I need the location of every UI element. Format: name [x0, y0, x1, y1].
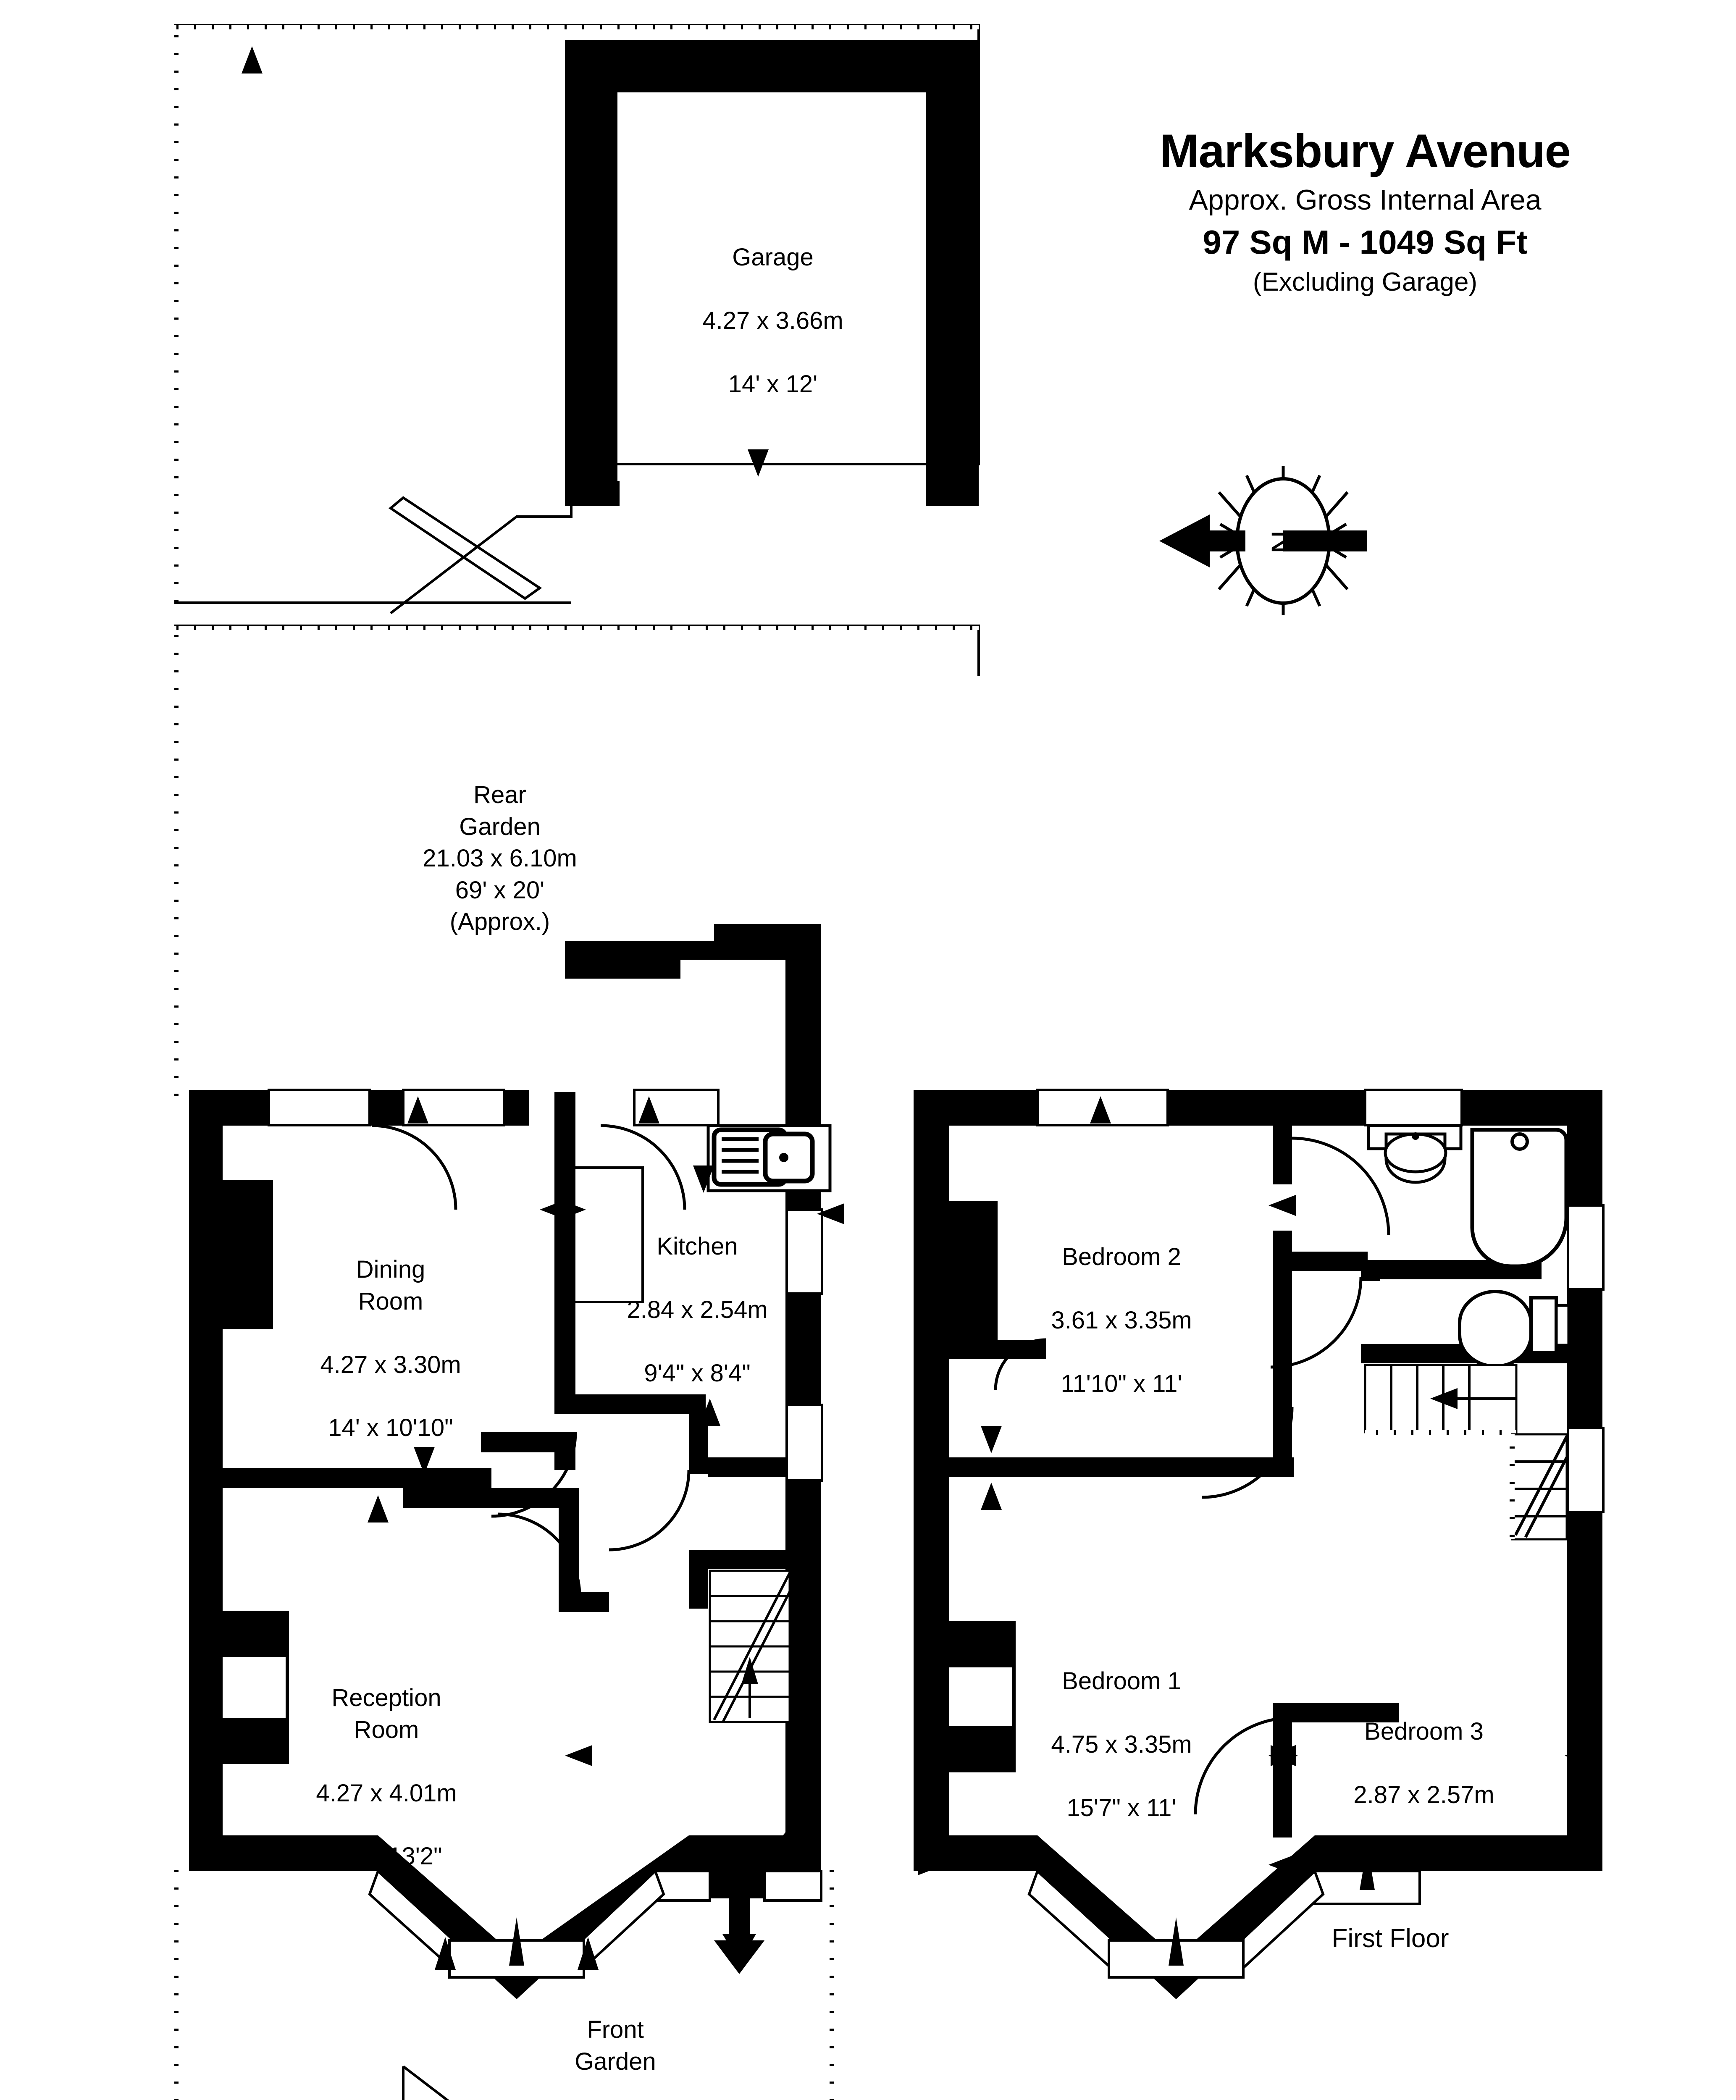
kitchen-dimension-bracket	[575, 1166, 644, 1303]
room-imperial-garage: 14' x 12'	[728, 370, 818, 398]
stairs-icon-first	[1364, 1364, 1568, 1541]
wash-basin-icon	[1367, 1124, 1463, 1184]
room-imperial-dining-room: 14' x 10'10"	[328, 1414, 453, 1442]
ground-floor-bay-window	[368, 1869, 665, 1979]
dimension-arrows-first	[918, 1096, 1592, 1875]
room-name-dining-room: Dining Room	[356, 1256, 425, 1315]
page-title: Marksbury Avenue	[1160, 125, 1571, 177]
room-label-reception-room: Reception Room 4.27 x 4.01m 14' x 13'2"	[256, 1651, 517, 1904]
room-label-garage: Garage 4.27 x 3.66m 14' x 12'	[630, 210, 916, 432]
stairs-icon-ground	[709, 1570, 791, 1723]
room-metric-dining-room: 4.27 x 3.30m	[320, 1351, 461, 1378]
room-imperial-kitchen: 9'4" x 8'4"	[644, 1359, 751, 1387]
ground-floor-walls	[189, 924, 821, 1999]
room-label-front-garden: Front Garden	[517, 1982, 714, 2077]
dimension-arrows-garage	[242, 46, 970, 477]
room-label-dining-room: Dining Room 4.27 x 3.30m 14' x 10'10"	[260, 1222, 521, 1475]
compass-label: N	[1264, 530, 1302, 554]
front-door-swing	[709, 1774, 808, 1873]
dimension-arrows-ground	[193, 1096, 844, 1766]
room-metric-rear-garden: 21.03 x 6.10m	[423, 845, 577, 872]
room-name-reception-room: Reception Room	[331, 1684, 441, 1743]
garage-outline	[565, 40, 979, 506]
compass-north-icon	[1159, 466, 1367, 615]
room-imperial-bedroom-2: 11'10" x 11'	[1061, 1370, 1182, 1397]
room-name-bedroom-3: Bedroom 3	[1364, 1718, 1484, 1746]
room-label-rear-garden: Rear Garden 21.03 x 6.10m 69' x 20' (App…	[361, 748, 638, 937]
room-imperial-bedroom-1: 15'7" x 11'	[1066, 1794, 1177, 1822]
kitchen-sink-icon	[706, 1124, 832, 1192]
room-metric-bedroom-2: 3.61 x 3.35m	[1051, 1307, 1192, 1334]
area-caption: Approx. Gross Internal Area	[1189, 184, 1542, 216]
room-note-rear-garden: (Approx.)	[449, 908, 550, 935]
room-imperial-bedroom-3: 9'5" x 8'5"	[1371, 1844, 1477, 1872]
area-note: (Excluding Garage)	[1253, 267, 1478, 297]
room-label-bedroom-3: Bedroom 3 2.87 x 2.57m 9'5" x 8'5"	[1294, 1684, 1554, 1906]
room-label-bedroom-2: Bedroom 2 3.61 x 3.35m 11'10" x 11'	[983, 1210, 1260, 1431]
room-name-garage: Garage	[732, 244, 814, 271]
room-metric-kitchen: 2.84 x 2.54m	[627, 1296, 768, 1324]
room-imperial-rear-garden: 69' x 20'	[455, 876, 545, 904]
first-floor-doors	[994, 1137, 1390, 1815]
first-floor-bay-window	[1027, 1846, 1375, 1979]
room-metric-reception-room: 4.27 x 4.01m	[316, 1779, 457, 1807]
first-floor-walls	[914, 1090, 1602, 1999]
room-metric-garage: 4.27 x 3.66m	[702, 307, 843, 335]
room-name-rear-garden: Rear Garden	[459, 781, 541, 840]
room-metric-bedroom-1: 4.75 x 3.35m	[1051, 1731, 1192, 1759]
room-name-bedroom-1: Bedroom 1	[1062, 1667, 1181, 1695]
room-name-front-garden: Front Garden	[575, 2016, 656, 2075]
bath-tub-icon	[1466, 1126, 1568, 1268]
room-name-kitchen: Kitchen	[657, 1233, 738, 1260]
area-value: 97 Sq M - 1049 Sq Ft	[1203, 223, 1528, 261]
title-block: Marksbury Avenue Approx. Gross Internal …	[1000, 126, 1731, 298]
toilet-icon	[1458, 1289, 1571, 1368]
room-label-kitchen: Kitchen 2.84 x 2.54m 9'4" x 8'4"	[575, 1199, 819, 1421]
floor-label-first: First Floor	[1332, 1924, 1449, 1953]
room-imperial-reception-room: 14' x 13'2"	[331, 1843, 442, 1870]
ground-floor-doors	[371, 1124, 691, 1596]
room-metric-bedroom-3: 2.87 x 2.57m	[1353, 1781, 1494, 1809]
entrance-arrow-icon	[714, 1877, 764, 1974]
room-name-bedroom-2: Bedroom 2	[1062, 1243, 1181, 1271]
room-label-bedroom-1: Bedroom 1 4.75 x 3.35m 15'7" x 11'	[983, 1634, 1260, 1856]
